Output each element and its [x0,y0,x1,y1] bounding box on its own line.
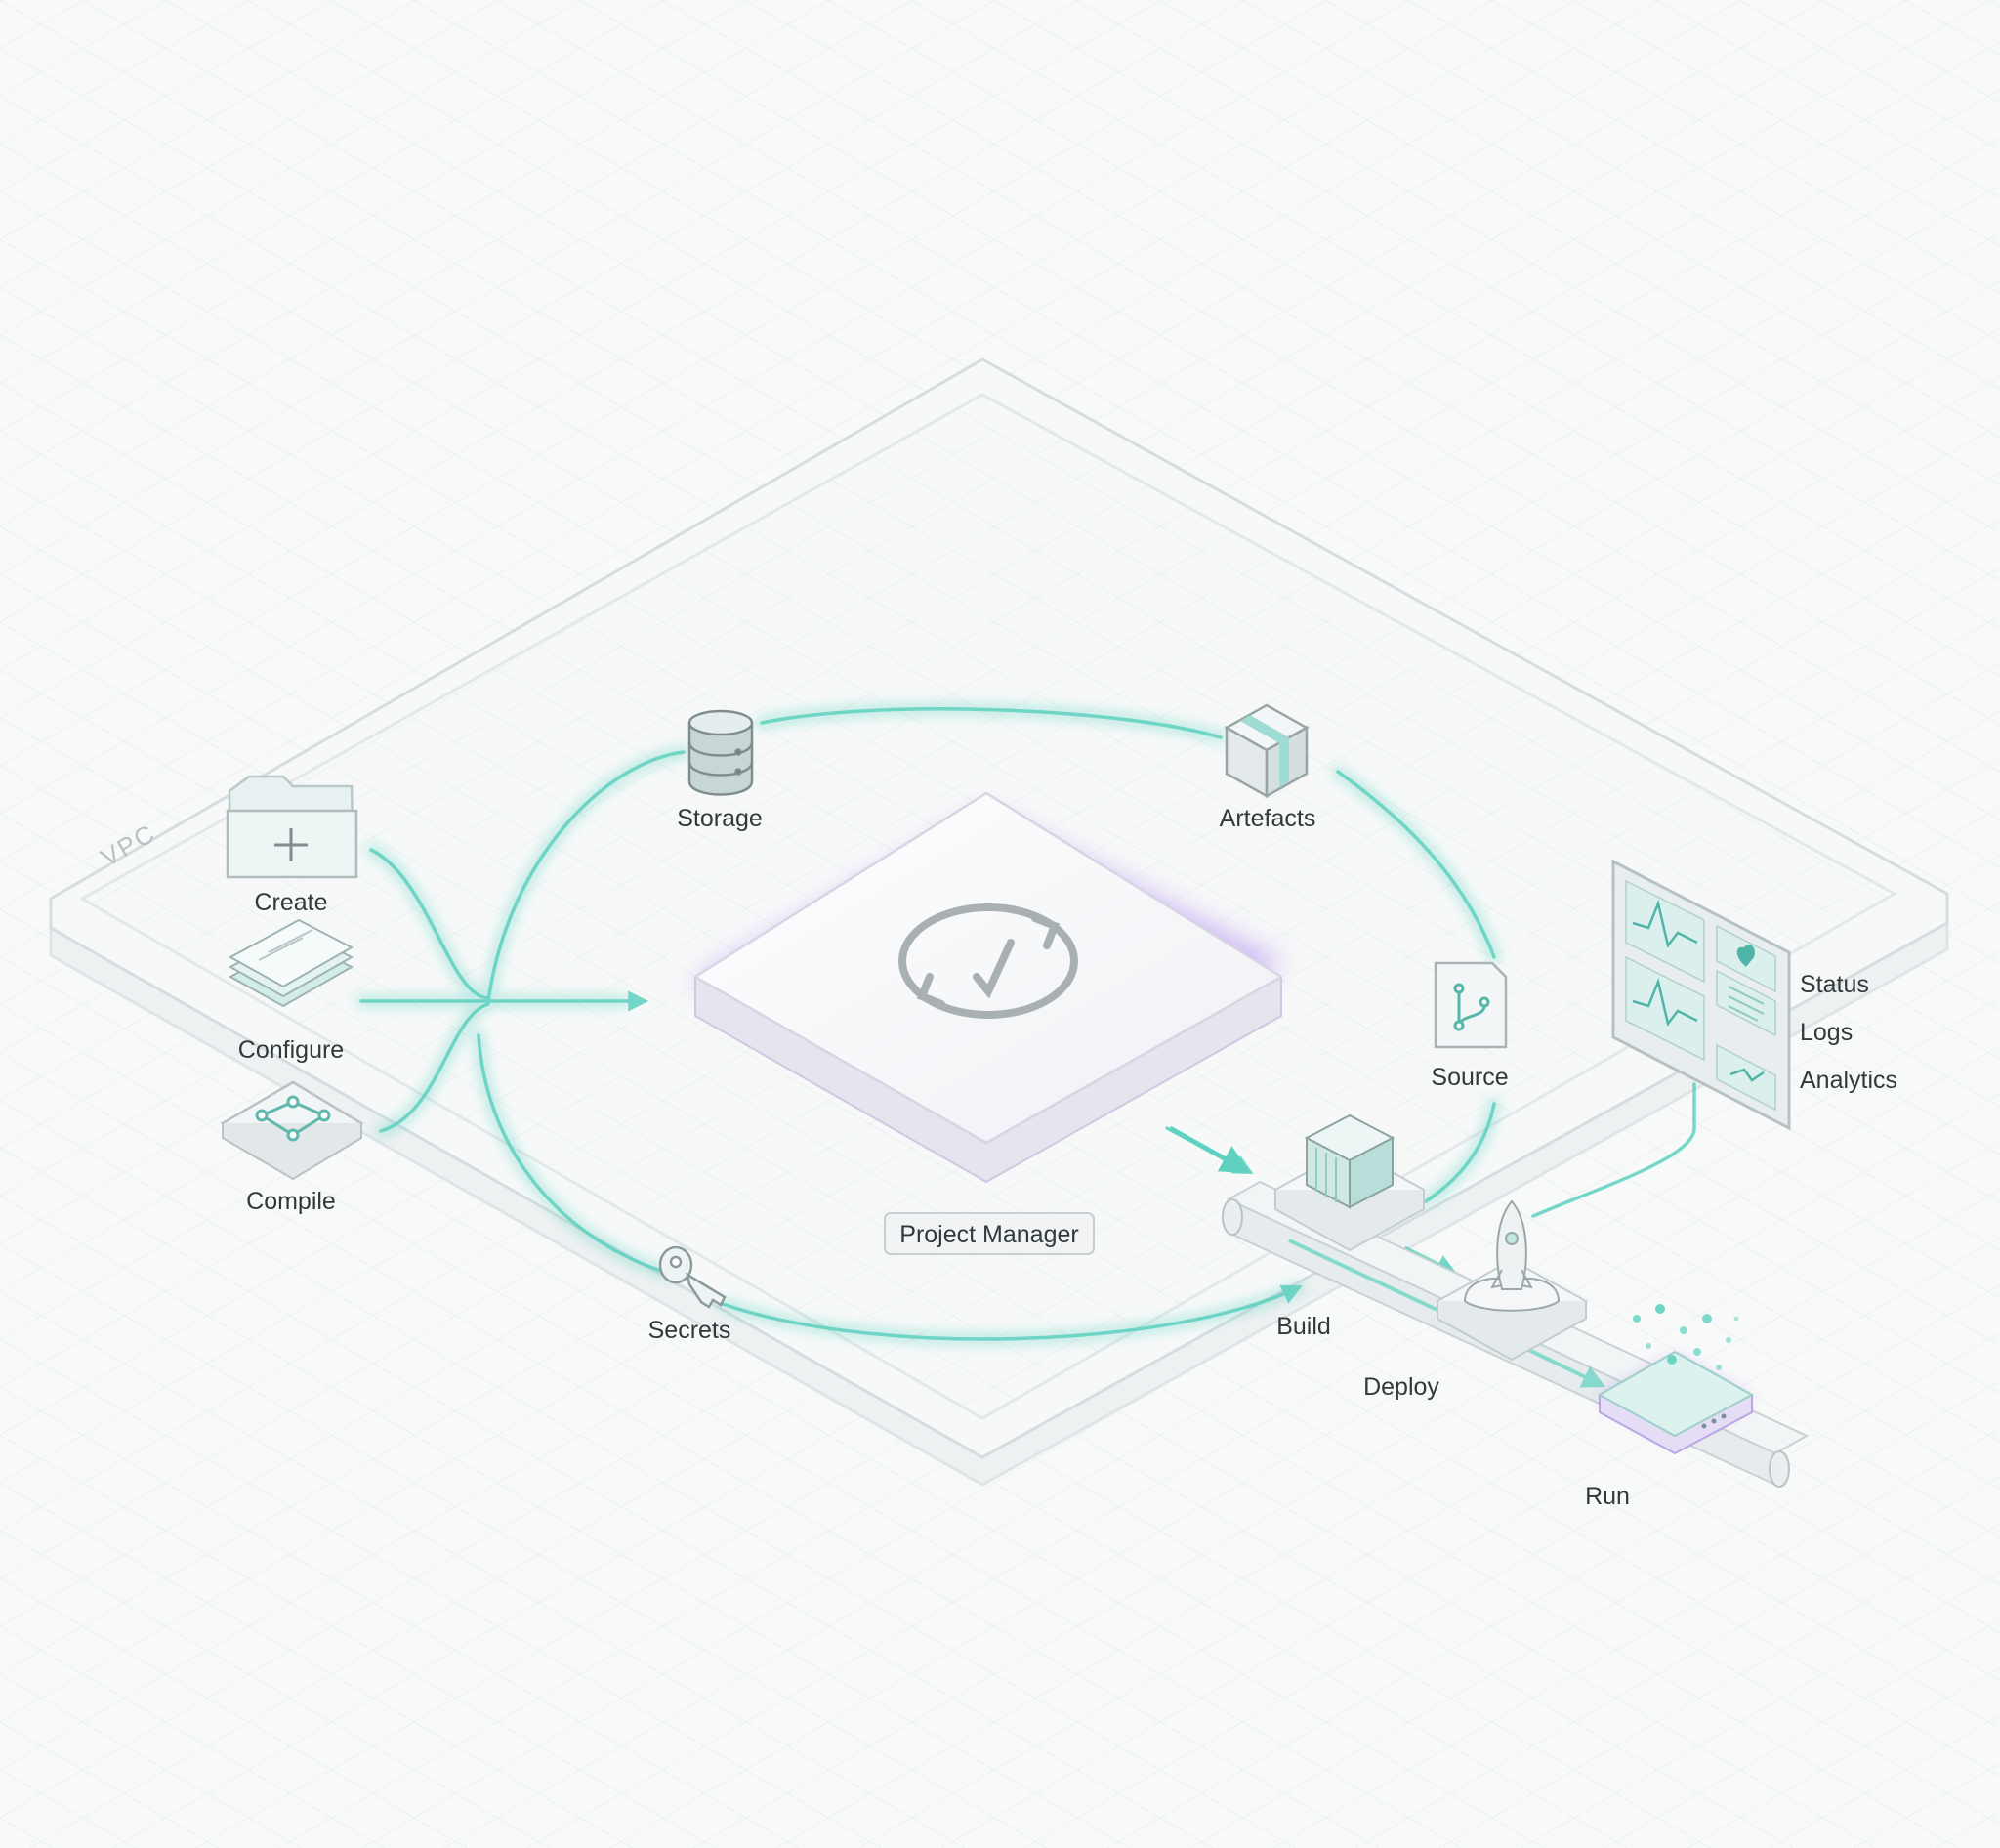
project-manager-label: Project Manager [899,1221,1078,1248]
document-stack-icon [228,918,354,1008]
rocket-icon [1463,1199,1561,1312]
create-label: Create [254,889,327,916]
sync-check-icon [898,903,1078,1019]
service-artefacts[interactable] [1224,703,1310,799]
service-secrets[interactable] [658,1245,727,1309]
analytics-label: Analytics [1800,1067,1897,1094]
key-icon [658,1245,727,1309]
compile-label: Compile [246,1188,336,1215]
service-source[interactable] [1434,961,1508,1049]
build-label: Build [1276,1313,1331,1340]
database-icon [688,709,754,796]
artefacts-label: Artefacts [1220,805,1316,832]
project-manager-platform[interactable] [693,791,1284,1184]
configure-label: Configure [238,1036,344,1064]
dashboard-panel-icon [1625,879,1776,1112]
storage-label: Storage [677,805,763,832]
pipeline-deploy[interactable] [1435,1199,1589,1362]
project-manager-label-box: Project Manager [884,1212,1095,1255]
build-cube-icon [1304,1113,1396,1209]
pipeline-build[interactable] [1272,1113,1427,1252]
logs-label: Logs [1800,1019,1853,1046]
secrets-label: Secrets [648,1317,731,1344]
git-branch-file-icon [1434,961,1508,1049]
input-create[interactable] [226,775,358,879]
package-box-icon [1224,703,1310,799]
node-graph-icon [255,1095,331,1142]
manager-to-pipeline-arrow [1168,1125,1251,1173]
source-label: Source [1431,1064,1508,1091]
service-storage[interactable] [688,709,754,796]
data-particles [1633,1304,1739,1370]
pipeline-run[interactable] [1597,1304,1755,1455]
monitoring-dashboard[interactable] [1611,859,1791,1131]
run-label: Run [1585,1483,1630,1510]
input-compile[interactable] [220,1080,364,1181]
deploy-label: Deploy [1363,1373,1439,1401]
server-node-icon [1597,1350,1755,1438]
flow-lines [354,701,1696,1361]
status-label: Status [1800,971,1869,998]
input-configure[interactable] [228,918,354,1008]
